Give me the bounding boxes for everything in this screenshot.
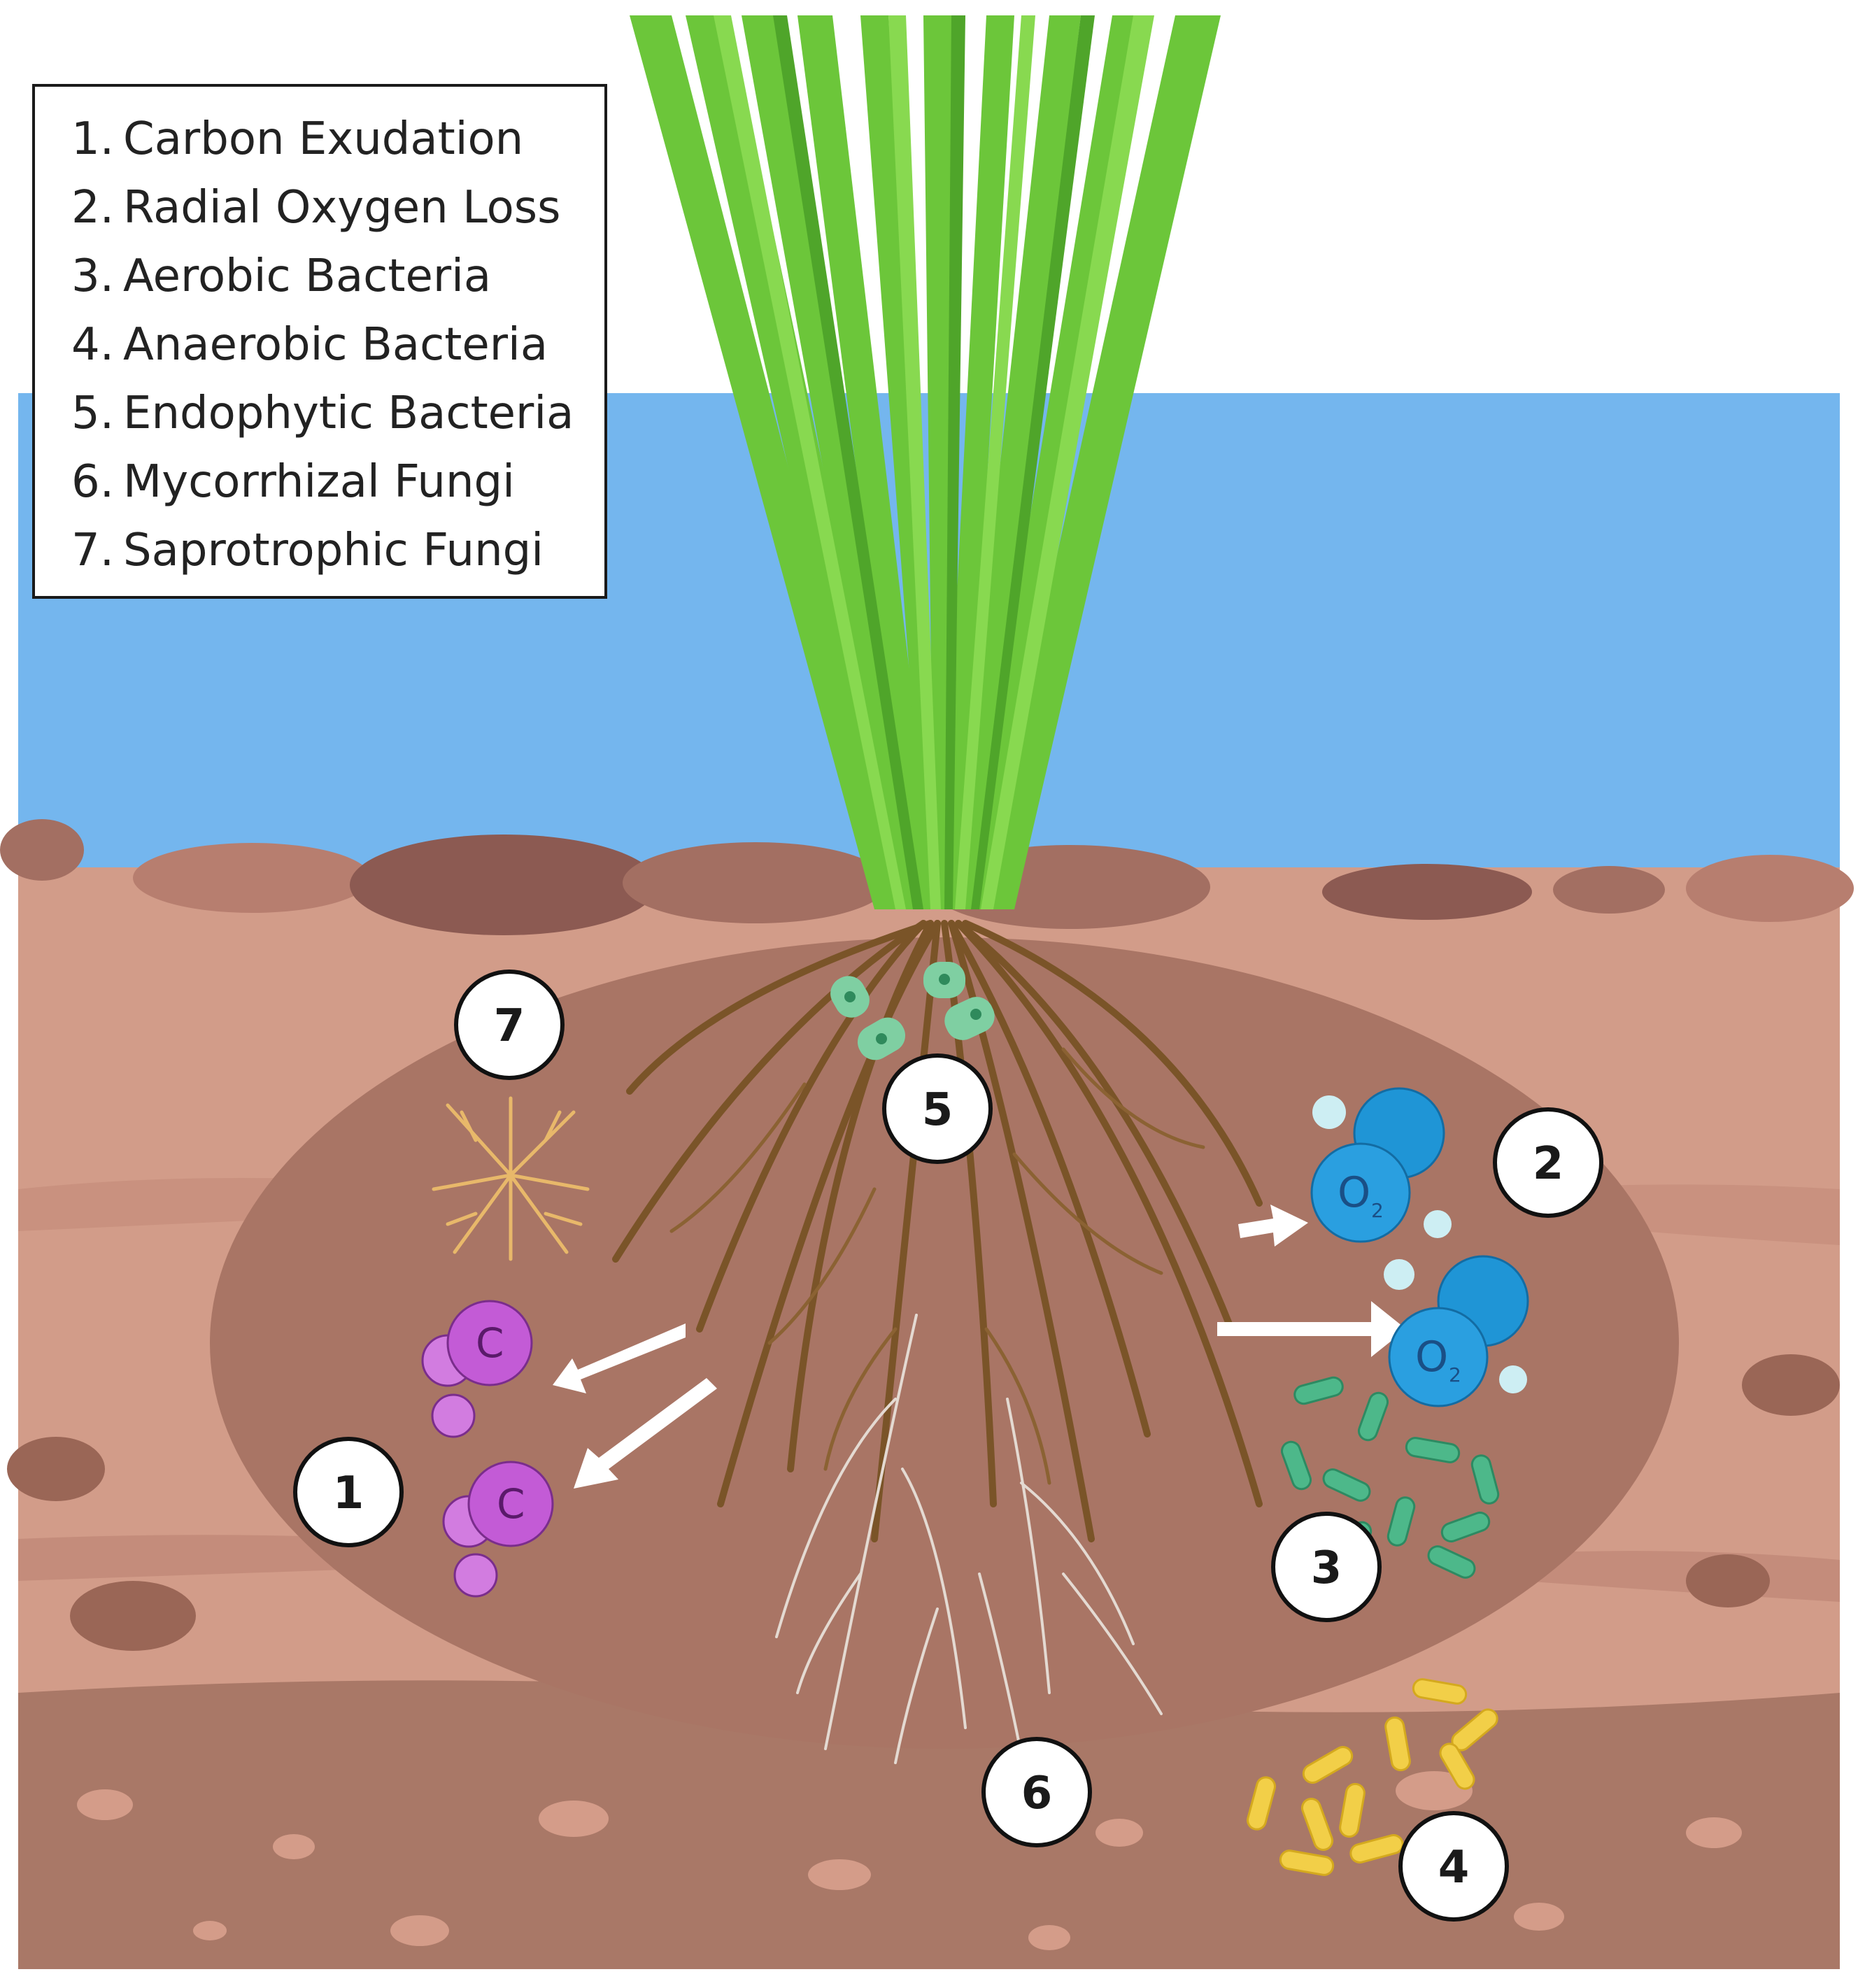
legend-item: 6. Mycorrhizal Fungi bbox=[71, 448, 604, 516]
legend-item-number: 3. bbox=[71, 250, 115, 302]
svg-text:3: 3 bbox=[1311, 1542, 1342, 1594]
legend-item: 5. Endophytic Bacteria bbox=[71, 379, 604, 448]
legend-item-number: 5. bbox=[71, 388, 115, 439]
svg-text:2: 2 bbox=[1533, 1138, 1564, 1190]
plant-roots-fine bbox=[669, 1047, 1205, 1485]
carbon-label: C bbox=[497, 1480, 525, 1528]
oxygen-subscript: 2 bbox=[1371, 1199, 1384, 1222]
oxygen-label: O bbox=[1415, 1333, 1448, 1382]
legend-item-label: Radial Oxygen Loss bbox=[123, 182, 561, 234]
carbon-molecules: C C bbox=[421, 1300, 554, 1598]
legend-item-label: Anaerobic Bacteria bbox=[123, 319, 548, 371]
legend-item-number: 7. bbox=[71, 525, 115, 576]
marker-4: 4 bbox=[1398, 1811, 1509, 1922]
soil-stones bbox=[7, 1354, 1840, 1651]
plant-leaf-highlights bbox=[714, 15, 1154, 909]
legend-item-label: Mycorrhizal Fungi bbox=[123, 456, 515, 508]
legend-item: 7. Saprotrophic Fungi bbox=[71, 516, 604, 585]
marker-7: 7 bbox=[454, 970, 565, 1080]
carbon-label: C bbox=[476, 1319, 504, 1367]
marker-3: 3 bbox=[1271, 1512, 1382, 1622]
legend-item-label: Saprotrophic Fungi bbox=[123, 525, 544, 576]
oxygen-molecules: O 2 O 2 bbox=[1310, 1087, 1529, 1407]
lower-soil-layer bbox=[18, 1680, 1840, 1969]
soil-pebbles bbox=[77, 1771, 1742, 1950]
carbon-arrows bbox=[553, 1323, 717, 1489]
svg-text:1: 1 bbox=[333, 1468, 364, 1519]
marker-1: 1 bbox=[293, 1437, 404, 1547]
legend-item: 2. Radial Oxygen Loss bbox=[71, 173, 604, 242]
legend-item-number: 6. bbox=[71, 456, 115, 508]
legend-item-label: Carbon Exudation bbox=[123, 113, 524, 165]
legend-item: 4. Anaerobic Bacteria bbox=[71, 311, 604, 379]
legend-box: 1. Carbon Exudation 2. Radial Oxygen Los… bbox=[32, 84, 607, 599]
marker-5: 5 bbox=[882, 1053, 993, 1164]
plant-roots bbox=[612, 920, 1263, 1542]
marker-6: 6 bbox=[981, 1737, 1092, 1847]
svg-text:5: 5 bbox=[922, 1084, 953, 1136]
anaerobic-bacteria bbox=[1247, 1678, 1498, 1876]
saprotrophic-fungi bbox=[432, 1096, 590, 1261]
svg-text:6: 6 bbox=[1021, 1768, 1053, 1819]
legend-item-number: 2. bbox=[71, 182, 115, 234]
legend-item-number: 1. bbox=[71, 113, 115, 165]
endophytic-bacteria bbox=[830, 962, 995, 1060]
oxygen-label: O bbox=[1338, 1168, 1370, 1217]
legend-item: 3. Aerobic Bacteria bbox=[71, 242, 604, 311]
oxygen-arrows bbox=[1217, 1205, 1406, 1357]
marker-2: 2 bbox=[1493, 1107, 1603, 1218]
svg-text:7: 7 bbox=[494, 1000, 525, 1052]
svg-text:4: 4 bbox=[1438, 1842, 1470, 1894]
legend-item-label: Endophytic Bacteria bbox=[123, 388, 574, 439]
legend-item-label: Aerobic Bacteria bbox=[123, 250, 492, 302]
oxygen-subscript: 2 bbox=[1449, 1363, 1461, 1386]
legend-item-number: 4. bbox=[71, 319, 115, 371]
legend-item: 1. Carbon Exudation bbox=[71, 105, 604, 173]
aerobic-bacteria bbox=[1280, 1376, 1500, 1579]
plant-leaf-shadows bbox=[773, 15, 1095, 909]
